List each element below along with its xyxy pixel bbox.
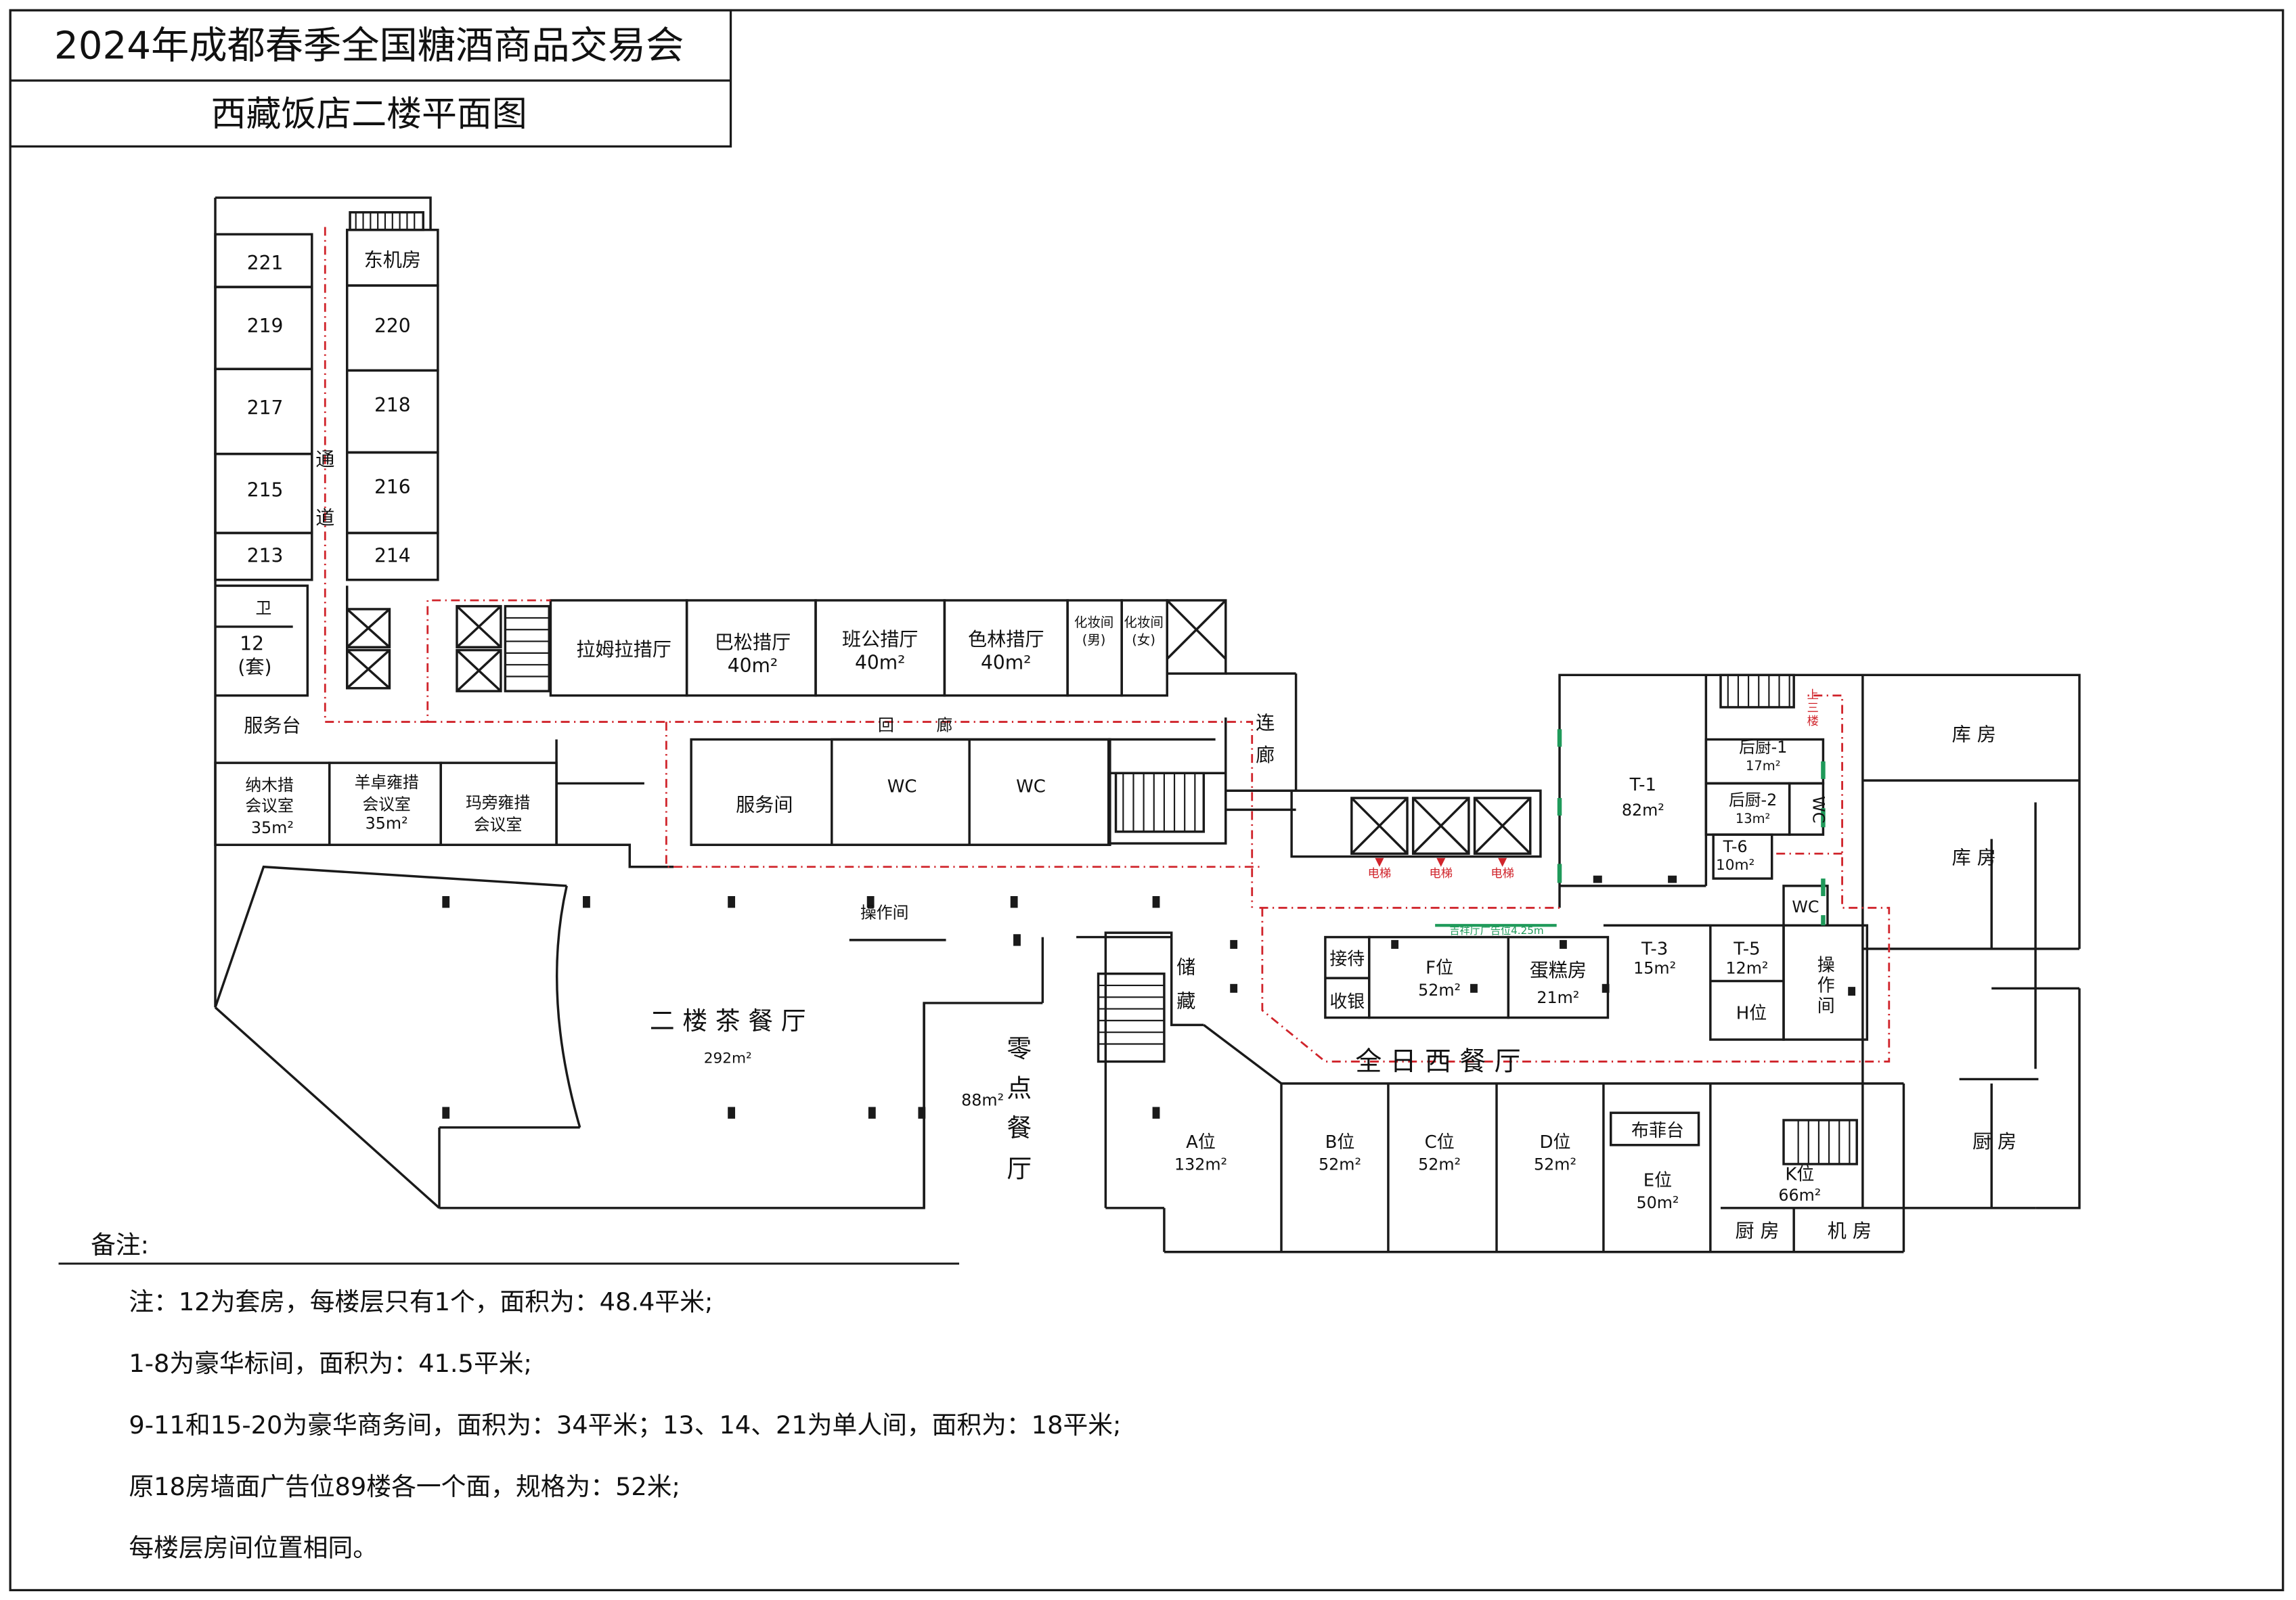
title: 2024年成都春季全国糖酒商品交易会	[54, 24, 684, 68]
title-box	[9, 9, 732, 148]
subtitle: 西藏饭店二楼平面图	[211, 94, 527, 135]
outer-frame	[9, 9, 2284, 1592]
west-wing-wall	[215, 196, 432, 230]
